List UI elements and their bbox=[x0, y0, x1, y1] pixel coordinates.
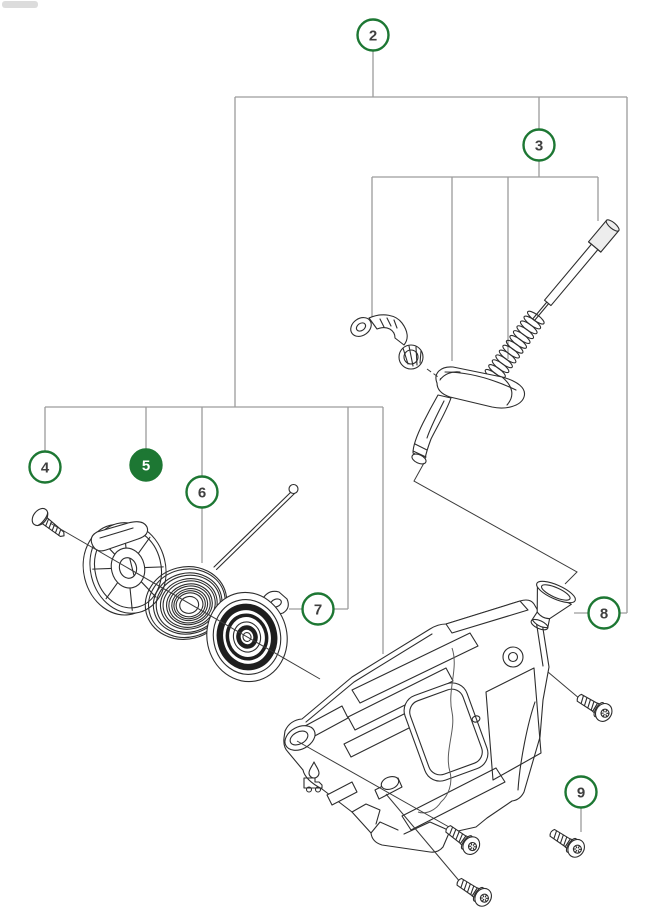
callout-8-label: 8 bbox=[600, 606, 608, 623]
callout-3-circle[interactable] bbox=[522, 128, 556, 162]
callout-6[interactable]: 6 bbox=[185, 475, 219, 509]
part-spring-guide-rod bbox=[214, 485, 298, 570]
callout-3[interactable]: 3 bbox=[522, 128, 556, 162]
callout-2[interactable]: 2 bbox=[356, 18, 390, 52]
rope-curve bbox=[417, 647, 455, 814]
leader-rope-path bbox=[413, 462, 578, 585]
callout-6-label: 6 bbox=[198, 485, 206, 502]
pulley-pawl bbox=[91, 522, 147, 551]
callout-5-circle[interactable] bbox=[129, 448, 163, 482]
handle-grip bbox=[410, 367, 524, 466]
callout-8[interactable]: 8 bbox=[587, 596, 621, 630]
callout-7-label: 7 bbox=[314, 602, 322, 619]
part-starter-housing bbox=[281, 600, 549, 852]
trailer-icon bbox=[304, 778, 322, 792]
housing-window bbox=[400, 678, 493, 785]
part-screw-4 bbox=[29, 506, 70, 544]
callout-9-label: 9 bbox=[577, 785, 585, 802]
callout-6-circle[interactable] bbox=[185, 475, 219, 509]
callout-4-circle[interactable] bbox=[28, 450, 62, 484]
callout-8-circle[interactable] bbox=[587, 596, 621, 630]
leader-hook-to-handle bbox=[426, 368, 442, 380]
callout-5[interactable]: 5 bbox=[129, 448, 163, 482]
handle-hook bbox=[347, 314, 423, 369]
part-rope-guide-8 bbox=[520, 577, 578, 637]
leader-lines bbox=[44, 50, 628, 832]
callout-4-label: 4 bbox=[41, 460, 50, 477]
callout-2-label: 2 bbox=[369, 28, 377, 45]
callout-7-circle[interactable] bbox=[301, 592, 335, 626]
part-handle-assembly-3 bbox=[347, 218, 621, 466]
callout-3-label: 3 bbox=[535, 138, 543, 155]
scan-artifact bbox=[2, 1, 38, 8]
part-recoil-spring-6 bbox=[137, 558, 234, 648]
callout-7[interactable]: 7 bbox=[301, 592, 335, 626]
callout-2-circle[interactable] bbox=[356, 18, 390, 52]
callout-9-circle[interactable] bbox=[564, 775, 598, 809]
leader-parts-axis bbox=[49, 522, 321, 680]
screw-leader-lines bbox=[296, 671, 581, 884]
callout-4[interactable]: 4 bbox=[28, 450, 62, 484]
callout-5-label: 5 bbox=[142, 458, 150, 475]
callout-9[interactable]: 9 bbox=[564, 775, 598, 809]
